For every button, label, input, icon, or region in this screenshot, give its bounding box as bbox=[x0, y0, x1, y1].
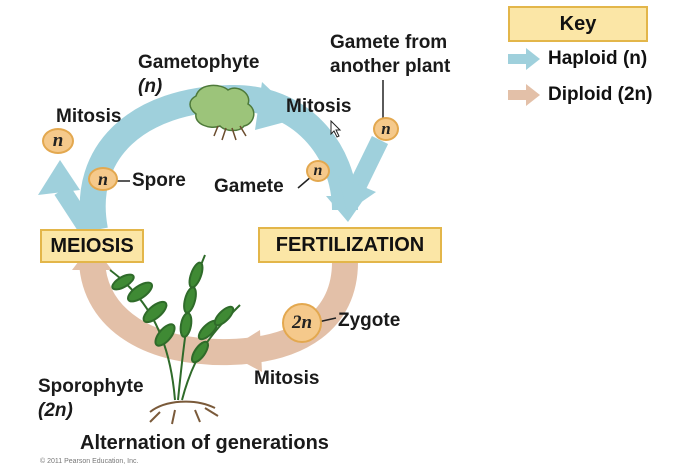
gametophyte-ploidy: (n) bbox=[138, 76, 163, 97]
mitosis-cell: n bbox=[42, 128, 74, 154]
haploid-key-arrow-icon bbox=[508, 48, 540, 70]
copyright: © 2011 Pearson Education, Inc. bbox=[40, 458, 139, 465]
mitosis-left-label: Mitosis bbox=[56, 106, 122, 127]
spore-label: Spore bbox=[132, 170, 186, 191]
haploid-arrowhead-top bbox=[255, 82, 300, 130]
key-title-text: Key bbox=[559, 12, 597, 35]
zygote-cell: 2n bbox=[282, 303, 322, 343]
gamete-label: Gamete bbox=[214, 176, 284, 197]
fertilization-label: FERTILIZATION bbox=[275, 233, 425, 256]
haploid-left-arrowhead bbox=[38, 160, 80, 195]
meiosis-label: MEIOSIS bbox=[50, 234, 134, 257]
gametophyte-label: Gametophyte bbox=[138, 52, 260, 73]
diploid-arrowhead-bottom bbox=[225, 330, 262, 372]
haploid-left-arrow bbox=[54, 185, 96, 235]
spore-cell: n bbox=[88, 167, 118, 191]
haploid-label: Haploid (n) bbox=[548, 48, 648, 69]
gamete-from-label: Gamete from bbox=[330, 32, 448, 53]
diploid-key-arrow-icon bbox=[508, 84, 540, 106]
key-haploid: Haploid (n) bbox=[508, 48, 647, 70]
mitosis-top-label: Mitosis bbox=[286, 96, 352, 117]
spore-cell-label: n bbox=[97, 168, 108, 189]
gamete-from-cell: n bbox=[373, 117, 399, 141]
fertilization-box: FERTILIZATION bbox=[258, 227, 442, 263]
diagram-caption: Alternation of generations bbox=[80, 432, 329, 454]
gamete-cell-label: n bbox=[313, 162, 323, 179]
gamete-from-cell-label: n bbox=[381, 119, 391, 138]
another-plant-label: another plant bbox=[330, 56, 451, 77]
diploid-label: Diploid (2n) bbox=[548, 84, 653, 105]
zygote-label: Zygote bbox=[338, 310, 401, 331]
gamete-from-arrowhead bbox=[338, 176, 376, 212]
key-diploid: Diploid (2n) bbox=[508, 84, 652, 106]
mitosis-bottom-label: Mitosis bbox=[254, 368, 320, 389]
mitosis-cell-label: n bbox=[52, 130, 64, 151]
gamete-from-arrow bbox=[349, 136, 389, 189]
gamete-cell: n bbox=[306, 160, 330, 182]
cursor-icon bbox=[330, 120, 342, 138]
key-title: Key bbox=[508, 6, 648, 42]
meiosis-box: MEIOSIS bbox=[40, 229, 144, 263]
sporophyte-ploidy: (2n) bbox=[38, 400, 73, 421]
sporophyte-label: Sporophyte bbox=[38, 376, 144, 397]
zygote-cell-label: 2n bbox=[291, 312, 313, 333]
